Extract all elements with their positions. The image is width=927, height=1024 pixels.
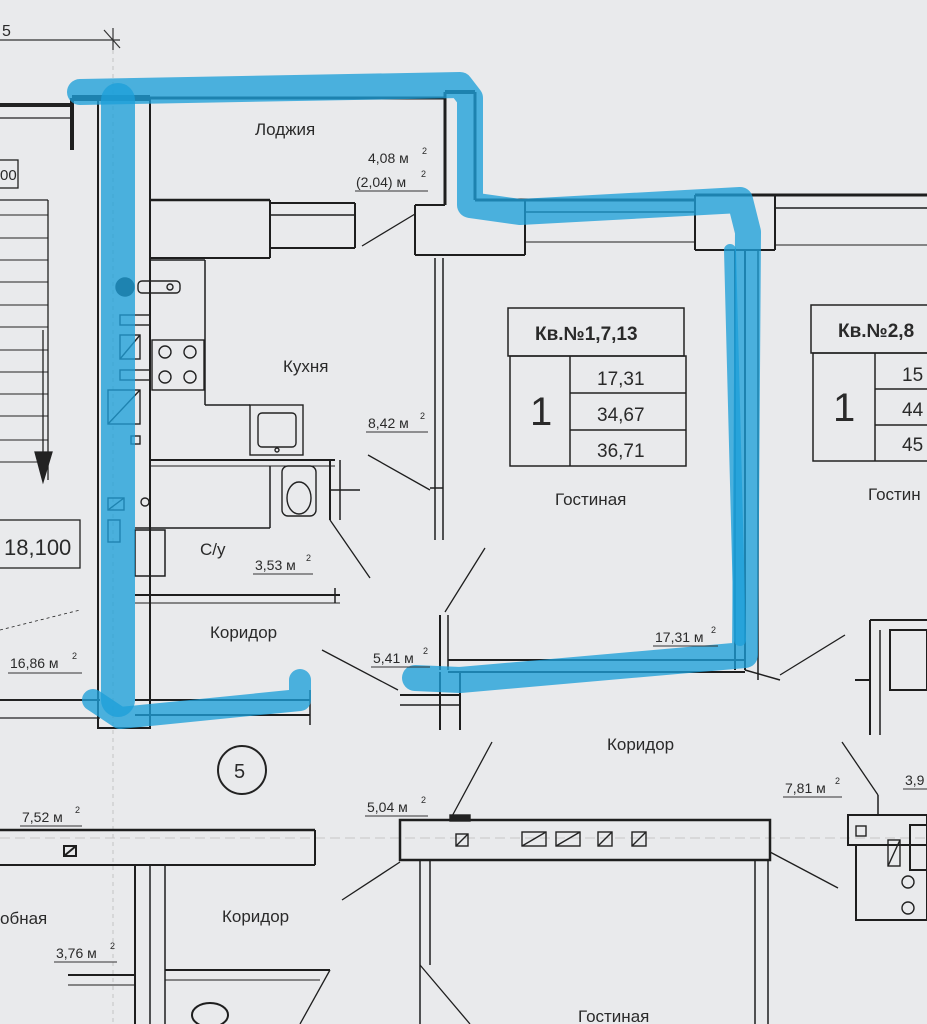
bathroom-label: С/у xyxy=(200,540,226,559)
apartment-walls xyxy=(70,90,927,730)
lower-fixtures xyxy=(449,814,915,915)
svg-text:4,08 м: 4,08 м xyxy=(368,150,409,166)
section-number-marker: 5 xyxy=(217,745,267,795)
loggia-label: Лоджия xyxy=(255,120,315,139)
left-lower-area-label: 7,52 м 2 xyxy=(20,805,82,827)
svg-text:3,9: 3,9 xyxy=(905,772,925,788)
lower-corridor-label: Коридор xyxy=(222,907,289,926)
svg-text:2: 2 xyxy=(110,941,115,951)
apartment-1-rooms: 1 xyxy=(530,390,552,434)
apartment-1-title: Кв.№1,7,13 xyxy=(535,324,638,345)
kitchen-label: Кухня xyxy=(283,357,329,376)
svg-text:2: 2 xyxy=(306,553,311,563)
svg-text:8,42 м: 8,42 м xyxy=(368,415,409,431)
partial-room-label: обная xyxy=(0,909,47,928)
apartment-1-living-area: 17,31 xyxy=(597,369,645,390)
svg-text:2: 2 xyxy=(835,776,840,786)
right-edge-area-label: 3,9 xyxy=(903,772,927,790)
stair-level-mark: 18,100 xyxy=(4,535,71,560)
svg-text:5,41 м: 5,41 м xyxy=(373,650,414,666)
svg-text:16,86 м: 16,86 м xyxy=(10,655,59,671)
apartment-1-total-area: 34,67 xyxy=(597,405,645,426)
lower-living-room-label: Гостиная xyxy=(578,1007,649,1024)
svg-text:7,81 м: 7,81 м xyxy=(785,780,826,796)
svg-text:17,31 м: 17,31 м xyxy=(655,629,704,645)
corridor-apartment-area-label: 5,41 м 2 xyxy=(371,646,430,668)
svg-text:2: 2 xyxy=(421,169,426,179)
svg-text:2: 2 xyxy=(75,805,80,815)
svg-text:2: 2 xyxy=(421,795,426,805)
svg-text:2: 2 xyxy=(72,651,77,661)
loggia-area-label: 4,08 м 2 (2,04) м 2 xyxy=(355,146,428,192)
lower-floor-walls xyxy=(0,619,927,1024)
center-lower-area-label: 5,04 м 2 xyxy=(365,795,428,817)
common-corridor-label: Коридор xyxy=(607,735,674,754)
svg-text:5: 5 xyxy=(234,761,245,783)
svg-text:2: 2 xyxy=(420,411,425,421)
apartment-2-living-area: 15 xyxy=(902,365,923,386)
right-lower-area-label: 7,81 м 2 xyxy=(783,776,842,798)
apartment-table-1 xyxy=(507,307,687,467)
apartment-1-total-area-with-loggia: 36,71 xyxy=(597,441,645,462)
apartment-highlight-outline xyxy=(67,72,761,729)
svg-text:7,52 м: 7,52 м xyxy=(22,809,63,825)
apartment-2-total-area: 44 xyxy=(902,400,924,421)
svg-text:3,53 м: 3,53 м xyxy=(255,557,296,573)
stair-area-label: 16,86 м 2 xyxy=(8,651,82,674)
svg-text:5,04 м: 5,04 м xyxy=(367,799,408,815)
stairwell xyxy=(0,103,100,719)
stair-top-mark: 00 xyxy=(0,167,17,184)
living-room-right-label: Гостин xyxy=(868,485,921,504)
apartment-table-2 xyxy=(810,304,927,462)
svg-text:2: 2 xyxy=(422,146,427,156)
apartment-2-total-area-with-loggia: 45 xyxy=(902,435,923,456)
corridor-apartment-label: Коридор xyxy=(210,623,277,642)
living-room-label: Гостиная xyxy=(555,490,626,509)
svg-text:2: 2 xyxy=(423,646,428,656)
svg-text:(2,04) м: (2,04) м xyxy=(356,174,406,190)
apartment-2-title: Кв.№2,8 xyxy=(838,321,914,342)
bathroom-area-label: 3,53 м 2 xyxy=(253,553,313,575)
kitchen-area-label: 8,42 м 2 xyxy=(366,411,428,433)
svg-text:2: 2 xyxy=(711,625,716,635)
apartment-2-rooms: 1 xyxy=(833,386,855,430)
top-left-number: 5 xyxy=(2,23,11,40)
living-room-area-label: 17,31 м 2 xyxy=(653,625,718,647)
svg-text:3,76 м: 3,76 м xyxy=(56,945,97,961)
left-bottom-area-label: 3,76 м 2 xyxy=(54,941,117,963)
